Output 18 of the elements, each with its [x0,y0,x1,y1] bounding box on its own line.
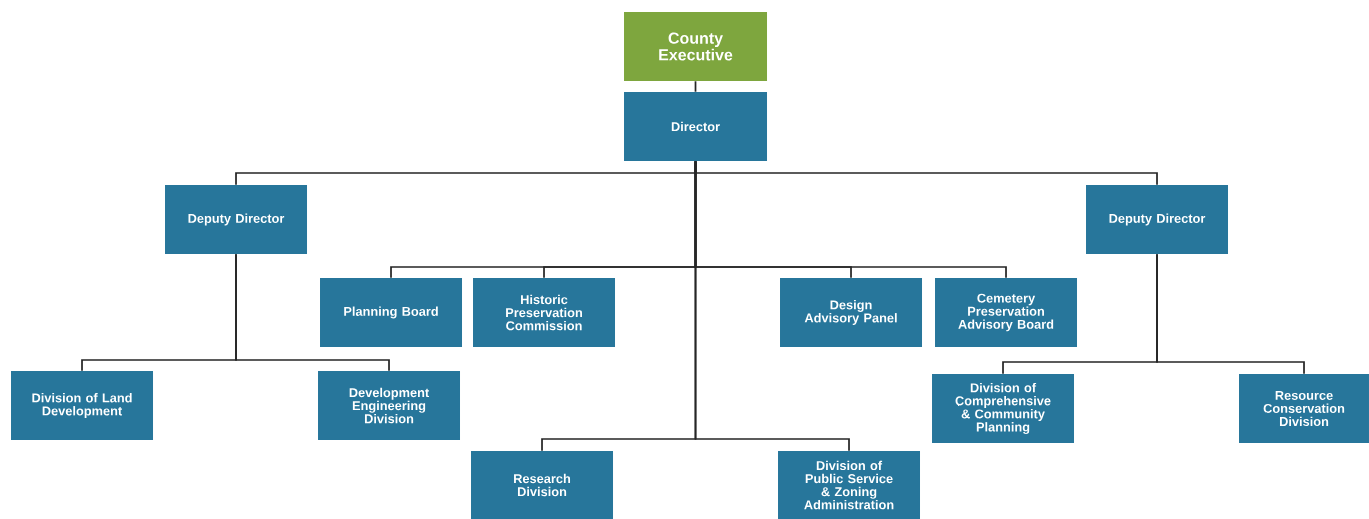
org-box: Deputy Director [1086,185,1228,254]
org-box: Division of Land Development [11,371,153,440]
connector-line [694,160,850,452]
org-box: Development Engineering Division [318,371,460,440]
org-box: Historic Preservation Commission [473,278,615,347]
org-box: Division of Public Service & Zoning Administration [778,451,920,519]
org-box: Research Division [471,451,613,519]
title-box: County Executive [624,12,767,81]
org-box: Director [624,92,767,161]
connector-line [235,253,390,372]
org-box: Design Advisory Panel [780,278,922,347]
org-box: Resource Conservation Division [1239,374,1369,443]
org-box: Planning Board [320,278,462,347]
connector-line [1156,253,1305,375]
org-box: Division of Comprehensive & Community Planning [932,374,1074,443]
org-box: Cemetery Preservation Advisory Board [935,278,1077,347]
connector-line [694,80,697,93]
org-box: Deputy Director [165,185,307,254]
